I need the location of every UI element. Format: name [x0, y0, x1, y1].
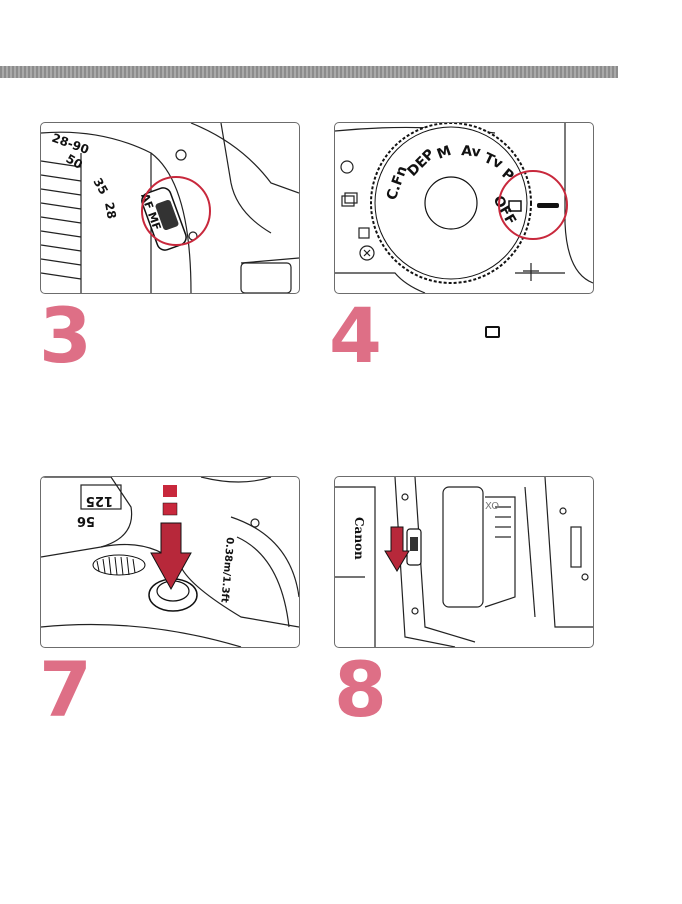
dial-highlight-circle [498, 170, 568, 240]
step-number-8: 8 [334, 645, 387, 734]
switch-highlight-circle [141, 176, 211, 246]
dial-label-av: Av [461, 143, 482, 161]
single-frame-icon [485, 326, 500, 338]
film-label: XO [485, 501, 499, 512]
step-number-4: 4 [329, 291, 382, 380]
illustration-back-cover: Canon XO [334, 476, 594, 648]
dial-index-mark [537, 203, 559, 208]
slide-down-arrow [384, 526, 410, 572]
dial-label-m: M [435, 143, 454, 163]
step-number-3: 3 [39, 291, 92, 380]
illustration-shutter-button: 56 125 0.38m/1.3ft [40, 476, 300, 648]
lens-switch-drawing: 28-90 50 35 28 AF MF [41, 123, 299, 293]
lcd-shutter: 125 [86, 493, 113, 508]
step-number-7: 7 [39, 645, 92, 734]
mode-dial-drawing: C.Fn DEP M Av Tv P OFF [335, 123, 593, 293]
lens-distance-text: 0.38m/1.3ft [218, 537, 235, 604]
lens-mark-28: 28 [102, 201, 119, 220]
back-cover-drawing: Canon XO [335, 477, 593, 647]
brand-label: Canon [352, 517, 366, 560]
lens-mark-35: 35 [90, 176, 110, 197]
shutter-button-drawing: 56 125 0.38m/1.3ft [41, 477, 299, 647]
header-band [0, 66, 618, 78]
dial-label-tv: Tv [481, 150, 505, 172]
press-down-arrow [150, 522, 192, 591]
illustration-lens-focus-switch: 28-90 50 35 28 AF MF [40, 122, 300, 294]
illustration-mode-dial: C.Fn DEP M Av Tv P OFF [334, 122, 594, 294]
lcd-aperture: 56 [77, 513, 95, 528]
